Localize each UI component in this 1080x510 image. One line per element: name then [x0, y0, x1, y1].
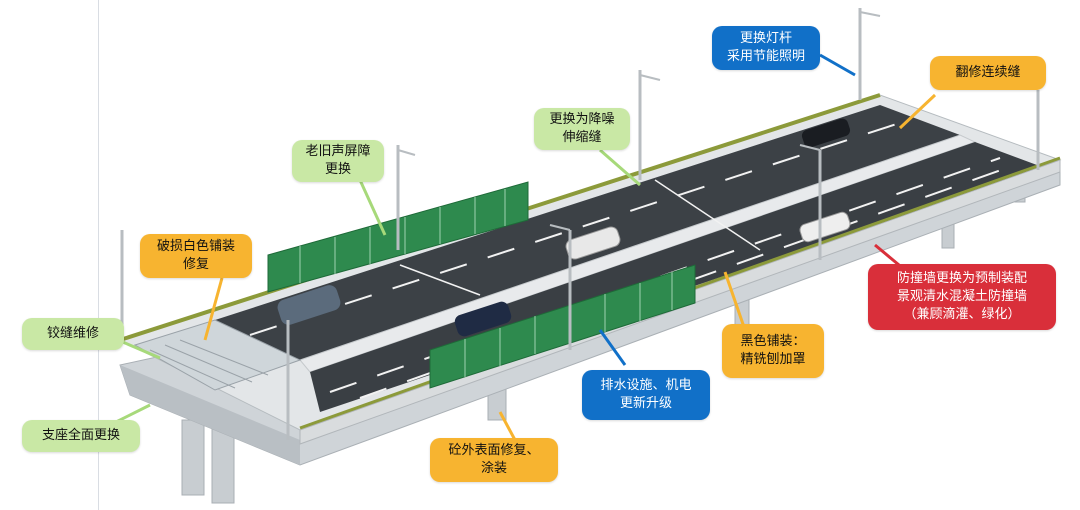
callout-text: 更换 [324, 162, 351, 177]
callout-text: （兼顾滴灌、绿化） [903, 307, 1021, 322]
bridge-piers [181, 179, 1026, 504]
callout-bearing-replace: 支座全面更换 [22, 420, 140, 452]
carriageway-far [215, 105, 960, 360]
divider-line [98, 0, 99, 510]
callout-text: 修复 [182, 257, 209, 272]
callout-text: 更新升级 [619, 396, 672, 411]
leader-lines [109, 53, 937, 441]
callout-continuous-joint: 翻修连续缝 [930, 56, 1046, 90]
callout-crash-wall: 防撞墙更换为预制装配 景观清水混凝土防撞墙 （兼顾滴灌、绿化） [868, 264, 1056, 330]
callout-text: 精铣刨加罩 [740, 352, 806, 367]
callout-hinge-repair: 铰缝维修 [22, 318, 124, 350]
callout-text: 更换为降噪 [549, 112, 615, 127]
callout-white-pavement: 破损白色铺装 修复 [140, 234, 252, 278]
callout-concrete-surface: 砼外表面修复、 涂装 [430, 438, 558, 482]
callout-expansion-joint: 更换为降噪 伸缩缝 [534, 108, 630, 150]
callout-text: 砼外表面修复、 [448, 443, 540, 458]
callout-text: 采用节能照明 [726, 49, 805, 64]
callout-text: 排水设施、机电 [600, 378, 692, 393]
callout-text: 支座全面更换 [41, 428, 120, 443]
callout-lamp-replace: 更换灯杆 采用节能照明 [712, 26, 820, 70]
callout-black-pavement: 黑色铺装： 精铣刨加罩 [722, 324, 824, 378]
callout-text: 伸缩缝 [562, 130, 602, 145]
callout-text: 翻修连续缝 [955, 65, 1021, 80]
callout-text: 老旧声屏障 [305, 144, 371, 159]
callout-text: 涂装 [480, 461, 507, 476]
callout-text: 景观清水混凝土防撞墙 [896, 289, 1027, 304]
callout-text: 更换灯杆 [739, 31, 792, 46]
callout-text: 黑色铺装： [740, 334, 806, 349]
callout-drainage: 排水设施、机电 更新升级 [582, 370, 710, 420]
callout-text: 铰缝维修 [46, 326, 99, 341]
callout-text: 破损白色铺装 [156, 239, 235, 254]
vehicles [277, 118, 851, 337]
callout-text: 防撞墙更换为预制装配 [896, 271, 1027, 286]
sound-barrier-near [429, 264, 696, 389]
callout-old-sound-barrier: 老旧声屏障 更换 [292, 140, 384, 182]
